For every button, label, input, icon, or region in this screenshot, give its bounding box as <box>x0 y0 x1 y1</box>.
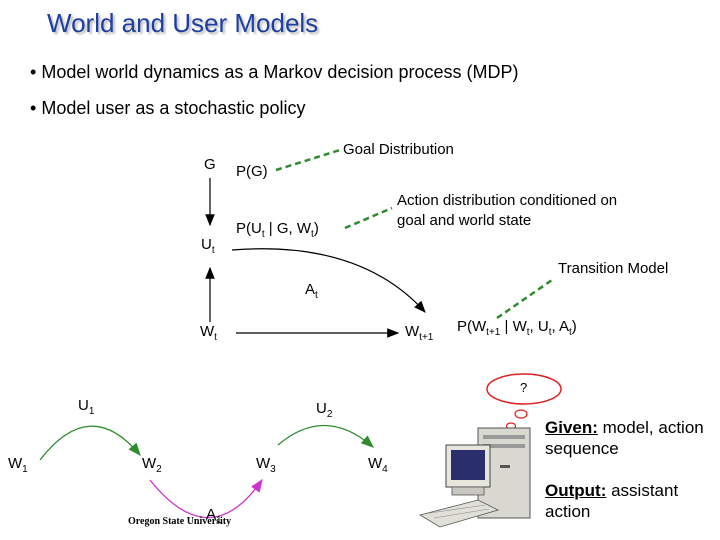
bullet-policy-text: Model user as a stochastic policy <box>41 98 306 118</box>
bullet-glyph: • <box>30 62 37 82</box>
node-wt1-base: W <box>405 323 420 340</box>
node-at-sub: t <box>315 290 318 301</box>
formula-pu: P(Ut | G, Wt) <box>236 220 319 240</box>
seq-w4-sub: 4 <box>382 464 388 475</box>
seq-w2-base: W <box>142 455 157 472</box>
node-at-base: A <box>305 281 316 298</box>
output-block: Output: assistant action <box>545 480 715 522</box>
formula-pu-post: ) <box>313 220 319 237</box>
formula-pw-mid2: , U <box>529 318 549 335</box>
given-label: Given: <box>545 418 598 437</box>
leader-action <box>344 206 393 230</box>
leader-goal <box>275 148 341 172</box>
seq-w3: W3 <box>256 455 276 475</box>
seq-u1-sub: 1 <box>88 406 95 417</box>
footer-university: Oregon State University <box>128 516 232 527</box>
seq-a1: A1 <box>206 506 222 526</box>
thought-dot-1 <box>514 409 528 419</box>
slide-title: World and User Models <box>47 8 319 38</box>
note-transition-model: Transition Model <box>558 260 669 277</box>
seq-u1-base: U <box>78 397 89 414</box>
formula-pw-sub4: t <box>569 327 572 338</box>
formula-pw-sub3: t <box>548 327 552 338</box>
edge-ut-to-wt1 <box>231 248 426 313</box>
formula-pw-post: ) <box>571 318 577 335</box>
formula-pu-sub2: t <box>311 229 314 240</box>
node-g: G <box>204 156 216 173</box>
bullet-mdp-text: Model world dynamics as a Markov decisio… <box>41 62 519 82</box>
arc-w1-w2 <box>39 425 141 461</box>
seq-w1: W1 <box>8 455 28 475</box>
given-block: Given: model, action sequence <box>545 417 715 459</box>
seq-a1-sub: 1 <box>216 515 222 526</box>
seq-w2: W2 <box>142 455 162 475</box>
node-wt1-sub: t+1 <box>419 332 434 343</box>
bullet-policy: • Model user as a stochastic policy <box>30 98 305 119</box>
formula-pu-mid: | G, W <box>264 220 312 237</box>
seq-w4: W4 <box>368 455 388 475</box>
note-action-line2: goal and world state <box>397 212 532 229</box>
node-ut: Ut <box>201 236 215 256</box>
node-ut-base: U <box>201 236 212 253</box>
node-wt-sub: t <box>214 332 217 343</box>
node-at: At <box>305 281 318 301</box>
node-wt-base: W <box>200 323 215 340</box>
formula-pw-sub2: t <box>526 327 530 338</box>
formula-transition: P(Wt+1 | Wt, Ut, At) <box>457 318 577 338</box>
bullet-glyph: • <box>30 98 37 118</box>
node-wt: Wt <box>200 323 217 343</box>
seq-w1-sub: 1 <box>22 464 28 475</box>
node-ut-sub: t <box>211 245 215 256</box>
computer-icon <box>418 427 531 528</box>
seq-w3-sub: 3 <box>270 464 276 475</box>
seq-u2-sub: 2 <box>326 409 333 420</box>
arc-w3-w4 <box>277 424 374 448</box>
seq-u2: U2 <box>316 400 333 420</box>
output-text: assistant action <box>545 481 679 521</box>
seq-w1-base: W <box>8 455 23 472</box>
output-label: Output: <box>545 481 607 500</box>
node-wt1: Wt+1 <box>405 323 434 343</box>
formula-pg: P(G) <box>236 163 268 180</box>
seq-a1-base: A <box>206 506 217 523</box>
seq-u1: U1 <box>78 397 95 417</box>
formula-pw-mid: | W <box>500 318 527 335</box>
thought-question: ? <box>520 380 528 395</box>
formula-pw-sub: t+1 <box>486 327 501 338</box>
note-goal-distribution: Goal Distribution <box>343 141 454 158</box>
seq-w2-sub: 2 <box>156 464 162 475</box>
formula-pw-pre: P(W <box>457 318 487 335</box>
note-action-line1: Action distribution conditioned on <box>397 192 618 209</box>
given-text: model, action sequence <box>545 418 704 458</box>
seq-w4-base: W <box>368 455 383 472</box>
formula-pw-mid3: , A <box>551 318 569 335</box>
arc-w2-w3 <box>149 478 263 518</box>
thought-bubble <box>486 373 562 405</box>
formula-pu-sub: t <box>261 229 265 240</box>
seq-w3-base: W <box>256 455 271 472</box>
formula-pu-pre: P(U <box>236 220 262 237</box>
leader-transition <box>496 278 553 320</box>
bullet-mdp: • Model world dynamics as a Markov decis… <box>30 62 519 83</box>
seq-u2-base: U <box>316 400 327 417</box>
